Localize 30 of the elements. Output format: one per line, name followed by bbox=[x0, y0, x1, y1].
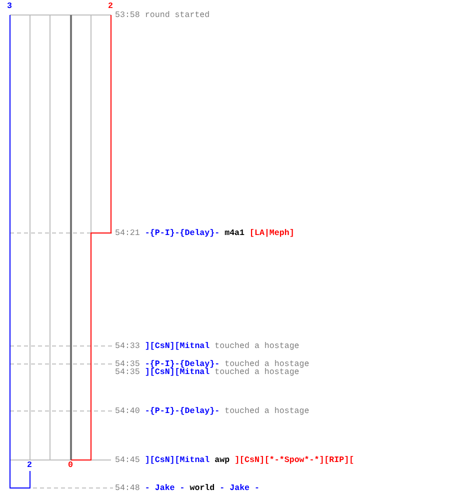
player-name: - Jake - bbox=[144, 484, 185, 493]
round-count: 0 bbox=[68, 461, 73, 470]
timestamp: 54:33 bbox=[115, 342, 140, 351]
player-name: -{P-I}-{Delay}- bbox=[144, 360, 220, 369]
player-name: [LA|Meph] bbox=[250, 229, 294, 238]
weapon-name: world bbox=[190, 484, 215, 493]
weapon-name: m4a1 bbox=[224, 229, 245, 238]
player-name: ][CsN][Mitnal bbox=[144, 456, 210, 465]
timestamp: 53:58 bbox=[115, 11, 140, 20]
timestamp: 54:21 bbox=[115, 229, 140, 238]
player-name: ][CsN][Mitnal bbox=[144, 342, 210, 351]
timestamp: 54:40 bbox=[115, 407, 140, 416]
player-name: -{P-I}-{Delay}- bbox=[144, 407, 220, 416]
round-count: 2 bbox=[27, 461, 32, 470]
round-count: 2 bbox=[108, 2, 113, 11]
round-count: 3 bbox=[7, 2, 12, 11]
event-text: touched a hostage bbox=[224, 407, 310, 416]
player-name: ][CsN][Mitnal bbox=[144, 368, 210, 377]
player-name: ][CsN][*-*Spow*-*][RIP][ bbox=[234, 456, 354, 465]
event-text: touched a hostage bbox=[224, 360, 310, 369]
timestamp: 54:35 bbox=[115, 368, 140, 377]
player-name: -{P-I}-{Delay}- bbox=[144, 229, 220, 238]
event-text: round started bbox=[144, 11, 210, 20]
timestamp: 54:45 bbox=[115, 456, 140, 465]
player-name: - Jake - bbox=[220, 484, 260, 493]
timestamp: 54:48 bbox=[115, 484, 140, 493]
weapon-name: awp bbox=[214, 456, 230, 465]
event-text: touched a hostage bbox=[214, 368, 300, 377]
event-text: touched a hostage bbox=[214, 342, 300, 351]
timestamp: 54:35 bbox=[115, 360, 140, 369]
